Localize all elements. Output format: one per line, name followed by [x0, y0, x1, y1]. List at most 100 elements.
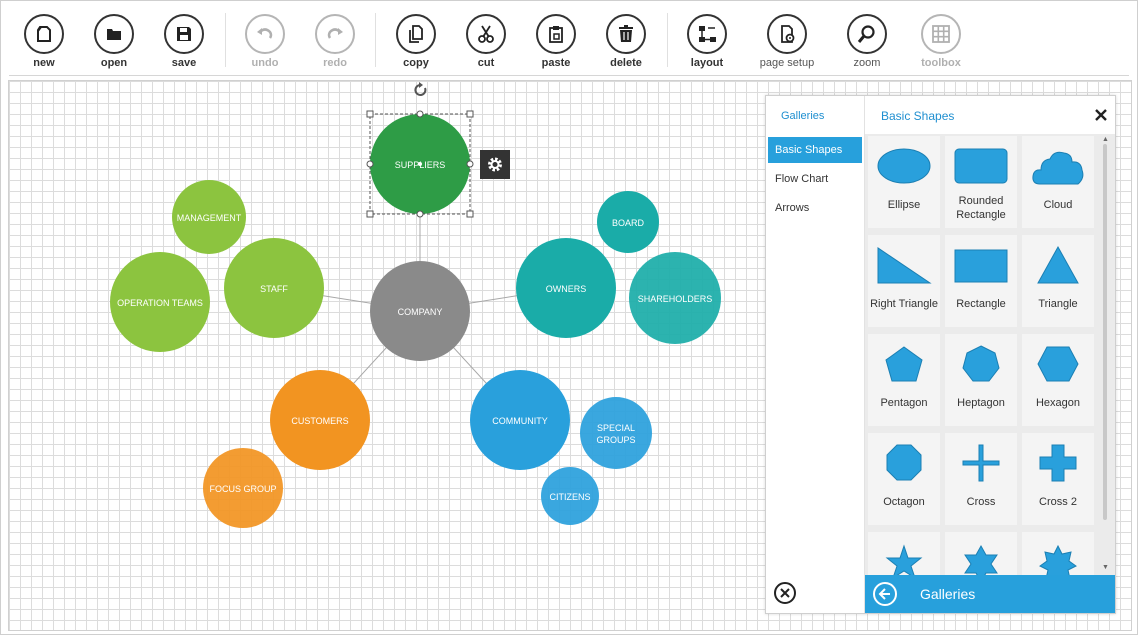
- cut-label: cut: [477, 57, 495, 69]
- shape-rounded-rectangle[interactable]: Rounded Rectangle: [945, 136, 1017, 228]
- node-management[interactable]: MANAGEMENT: [172, 180, 246, 254]
- node-operation-teams[interactable]: OPERATION TEAMS: [110, 252, 210, 352]
- copy-button[interactable]: copy: [381, 11, 451, 71]
- shape-hexagon[interactable]: Hexagon: [1022, 334, 1094, 426]
- open-button[interactable]: open: [79, 11, 149, 71]
- zoom-label: zoom: [853, 57, 881, 69]
- node-board-label: BOARD: [612, 218, 645, 228]
- undo-button[interactable]: undo: [230, 11, 300, 71]
- close-icon: [780, 588, 790, 598]
- node-operation-teams-label: OPERATION TEAMS: [117, 298, 203, 308]
- rectangle-shape-icon: [954, 249, 1008, 283]
- paste-button[interactable]: paste: [521, 11, 591, 71]
- hexagon-shape-icon: [1037, 346, 1079, 382]
- folder-icon: [107, 29, 121, 40]
- shape-octagon[interactable]: Octagon: [868, 433, 940, 525]
- resize-handle-top-right[interactable]: [466, 110, 474, 118]
- page-setup-button[interactable]: page setup: [752, 11, 822, 71]
- node-company[interactable]: COMPANY: [370, 261, 470, 361]
- node-staff[interactable]: STAFF: [224, 238, 324, 338]
- zoom-button[interactable]: zoom: [832, 11, 902, 71]
- shapes-scrollbar[interactable]: [1103, 144, 1107, 520]
- node-board[interactable]: BOARD: [597, 191, 659, 253]
- right-triangle-shape-icon: [877, 247, 932, 284]
- redo-label: redo: [323, 57, 347, 69]
- gear-icon[interactable]: [480, 150, 510, 179]
- toolbox-label: toolbox: [921, 57, 961, 69]
- gallery-item-flow-chart[interactable]: Flow Chart: [775, 173, 829, 185]
- scroll-down-arrow[interactable]: ▼: [1102, 564, 1109, 571]
- rotate-icon[interactable]: [414, 82, 427, 96]
- node-owners-label: OWNERS: [546, 284, 587, 294]
- ellipse-shape-icon: [877, 148, 931, 184]
- node-special-groups[interactable]: SPECIAL GROUPS: [580, 397, 652, 469]
- shape-triangle[interactable]: Triangle: [1022, 235, 1094, 327]
- diagram-svg: SUPPLIERS MANAGEMENT OPERATION TEAMS STA…: [110, 82, 721, 528]
- resize-handle-top[interactable]: [416, 110, 424, 118]
- shape-label: Cross: [966, 496, 996, 508]
- shape-right-triangle[interactable]: Right Triangle: [868, 235, 940, 327]
- shape-label: Heptagon: [957, 397, 1005, 409]
- shape-label: Rounded Rectangle: [956, 195, 1006, 221]
- shape-cross[interactable]: Cross: [945, 433, 1017, 525]
- node-customers[interactable]: CUSTOMERS: [270, 370, 370, 470]
- shape-label: Right Triangle: [870, 298, 938, 310]
- node-owners[interactable]: OWNERS: [516, 238, 616, 338]
- star-shape-icon: [885, 544, 923, 580]
- node-shareholders[interactable]: SHAREHOLDERS: [629, 252, 721, 344]
- copy-label: copy: [403, 57, 429, 69]
- cut-button[interactable]: cut: [451, 11, 521, 71]
- gallery-item-basic-shapes[interactable]: Basic Shapes: [768, 137, 862, 163]
- trash-icon: [619, 25, 633, 42]
- shape-label: Cross 2: [1039, 496, 1077, 508]
- cross-2-shape-icon: [1039, 444, 1077, 482]
- resize-handle-bottom-right[interactable]: [466, 210, 474, 218]
- toolbar-divider: [225, 13, 226, 67]
- scissors-icon: [478, 25, 494, 43]
- node-community[interactable]: COMMUNITY: [470, 370, 570, 470]
- pin-handle[interactable]: [418, 162, 422, 166]
- node-citizens[interactable]: CITIZENS: [541, 467, 599, 525]
- node-management-label: MANAGEMENT: [177, 213, 242, 223]
- layout-label: layout: [690, 57, 724, 69]
- gallery-item-arrows[interactable]: Arrows: [775, 202, 810, 214]
- toolbar: new open save undo redo copy cut: [9, 1, 1129, 76]
- galleries-back-button[interactable]: Galleries: [865, 575, 1115, 613]
- node-citizens-label: CITIZENS: [549, 492, 590, 502]
- copy-icon: [409, 25, 423, 43]
- shape-label: Pentagon: [880, 397, 928, 409]
- resize-handle-right[interactable]: [466, 160, 474, 168]
- shape-pentagon[interactable]: Pentagon: [868, 334, 940, 426]
- cross-shape-icon: [962, 444, 1000, 482]
- resize-handle-bottom-left[interactable]: [366, 210, 374, 218]
- close-icon[interactable]: [1094, 108, 1108, 122]
- shape-label: Rectangle: [956, 298, 1006, 310]
- toolbox-button[interactable]: toolbox: [906, 11, 976, 71]
- resize-handle-top-left[interactable]: [366, 110, 374, 118]
- paste-label: paste: [541, 57, 571, 69]
- back-arrow-button[interactable]: [873, 582, 897, 606]
- back-arrow-icon: [878, 588, 890, 600]
- save-button[interactable]: save: [149, 11, 219, 71]
- shape-ellipse[interactable]: Ellipse: [868, 136, 940, 228]
- close-gallery-button[interactable]: [774, 582, 796, 604]
- redo-button[interactable]: redo: [300, 11, 370, 71]
- shape-cross-2[interactable]: Cross 2: [1022, 433, 1094, 525]
- rounded-rectangle-shape-icon: [954, 148, 1008, 184]
- shape-cloud[interactable]: Cloud: [1022, 136, 1094, 228]
- shapes-panel: Basic Shapes Ellipse Rounded Rectangle C…: [865, 96, 1115, 613]
- new-button[interactable]: new: [9, 11, 79, 71]
- shape-rectangle[interactable]: Rectangle: [945, 235, 1017, 327]
- shape-heptagon[interactable]: Heptagon: [945, 334, 1017, 426]
- delete-button[interactable]: delete: [591, 11, 661, 71]
- selection-adorner: [366, 82, 510, 218]
- node-focus-group[interactable]: FOCUS GROUP: [203, 448, 283, 528]
- layout-button[interactable]: layout: [672, 11, 742, 71]
- node-shareholders-label: SHAREHOLDERS: [638, 294, 713, 304]
- scroll-up-arrow[interactable]: ▲: [1102, 136, 1109, 143]
- shape-label: Cloud: [1043, 199, 1073, 211]
- resize-handle-left[interactable]: [366, 160, 374, 168]
- resize-handle-bottom[interactable]: [416, 210, 424, 218]
- shapes-title: Basic Shapes: [881, 109, 955, 123]
- redo-icon: [327, 28, 343, 39]
